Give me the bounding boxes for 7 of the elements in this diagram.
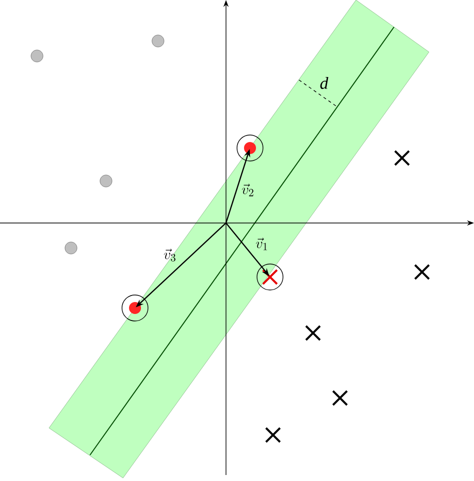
edge-label: $\vec{v}_3$ xyxy=(164,248,176,262)
edge-label: $\vec{v}_1$ xyxy=(256,238,267,250)
dimension-label: d xyxy=(320,77,328,89)
support-vector xyxy=(256,264,284,290)
support-vector xyxy=(236,134,264,162)
support-vector xyxy=(122,294,148,322)
edge-label: $\vec{v}_2$ xyxy=(242,184,254,196)
